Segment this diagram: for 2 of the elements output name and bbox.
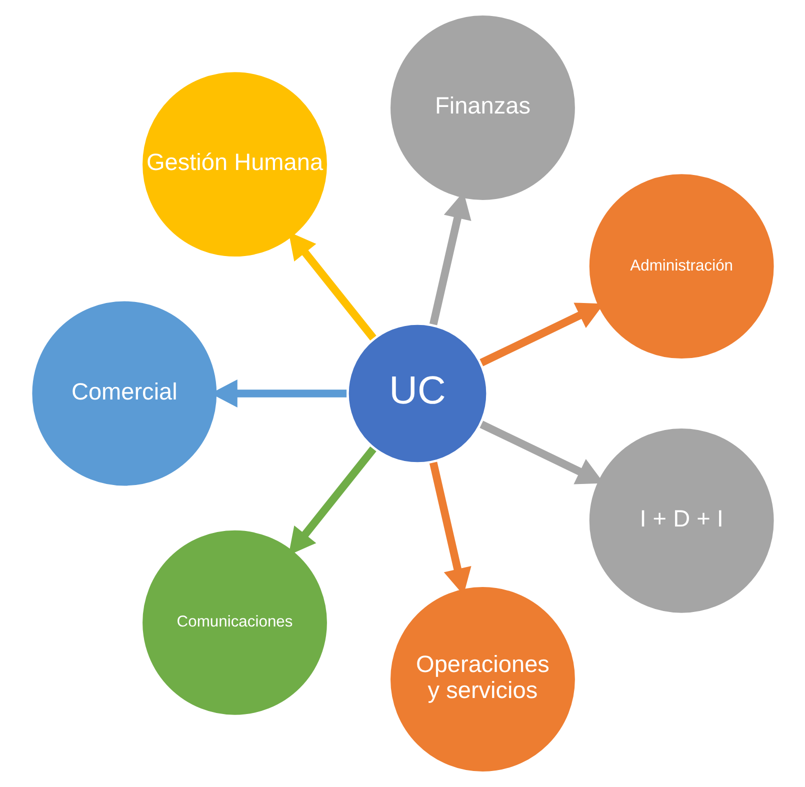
arrow	[288, 446, 376, 556]
arrow	[288, 232, 376, 340]
